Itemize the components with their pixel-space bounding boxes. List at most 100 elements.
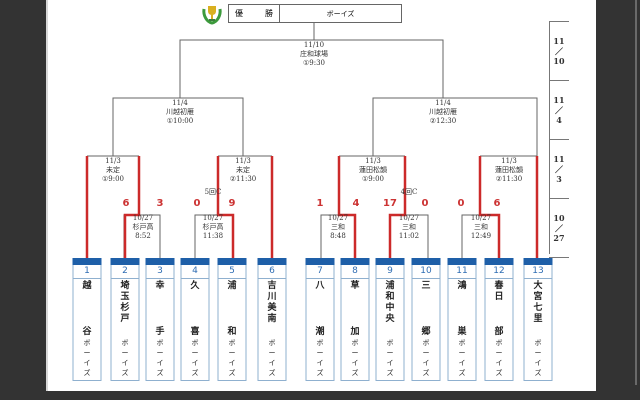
quarter-info-3: 11/3 蓮田松韻 ①9:00 xyxy=(359,157,387,184)
suffix-char: ズ xyxy=(386,369,394,377)
r1-venue: 杉戸高 xyxy=(202,223,224,231)
team-name-char: 潮 xyxy=(315,327,325,337)
suffix-char: ー xyxy=(156,349,164,357)
suffix-char: イ xyxy=(495,359,503,367)
team-name-top: 埼玉杉戸 xyxy=(120,281,129,325)
called-game-note: 4回C xyxy=(400,188,418,196)
suffix-char: ボ xyxy=(495,339,503,347)
suffix-char: ボ xyxy=(191,339,199,347)
team-name-char: 大 xyxy=(533,281,543,291)
semi-right-line xyxy=(372,97,538,156)
champion-label-2: 勝 xyxy=(265,9,273,18)
team-bar xyxy=(72,258,102,265)
team-suffix: ボーイズ xyxy=(316,338,323,378)
suffix-char: ボ xyxy=(156,339,164,347)
suffix-char: イ xyxy=(316,359,324,367)
team-name-char: 手 xyxy=(155,327,165,337)
team-bar xyxy=(145,258,175,265)
suffix-char: ー xyxy=(422,349,430,357)
round-dates-border xyxy=(549,21,550,254)
round-date-day: 4 xyxy=(556,115,562,125)
team-number: 12 xyxy=(485,265,513,279)
team-name: 鴻巣ボーイズ xyxy=(457,279,466,380)
quarter-venue: 未定 xyxy=(235,166,250,174)
quarter-date: 11/3 xyxy=(105,157,121,165)
quarter-time: ①9:00 xyxy=(102,175,124,183)
team-name-char: 鴻 xyxy=(457,281,467,291)
team-name-bottom: ボーイズ xyxy=(534,338,541,378)
team-bar xyxy=(375,258,405,265)
win-path-12 xyxy=(478,156,501,258)
r1-date: 10/27 xyxy=(398,214,420,222)
suffix-char: ー xyxy=(121,349,129,357)
suffix-char: ボ xyxy=(83,339,91,347)
score: 4 xyxy=(352,198,360,209)
win-path-5 xyxy=(216,156,235,258)
team-name-bottom: ボーイズ xyxy=(121,338,128,378)
r1-venue: 杉戸高 xyxy=(132,223,154,231)
round-date-semi: 11／4 xyxy=(549,80,569,139)
team-bar xyxy=(340,258,370,265)
team-name-char: 巣 xyxy=(457,327,467,337)
suffix-char: ー xyxy=(83,349,91,357)
team-suffix: ボーイズ xyxy=(228,338,235,378)
team-name-char: 七 xyxy=(533,303,543,313)
r1-time: 8:52 xyxy=(135,232,151,240)
team-name-char: 杉 xyxy=(120,303,130,313)
team-name-char: 幸 xyxy=(155,281,165,291)
team-name-char: 和 xyxy=(227,327,237,337)
round-date-final: 11／10 xyxy=(549,21,569,80)
team-name-char: 宮 xyxy=(533,292,543,302)
semi-date: 11/4 xyxy=(172,99,188,107)
team-name: 浦和中央ボーイズ xyxy=(385,279,394,380)
team-name-top: 吉川美南 xyxy=(267,281,276,325)
score: 1 xyxy=(316,198,324,209)
scrollbar[interactable] xyxy=(635,0,637,385)
quarter-info-2: 11/3 未定 ②11:30 xyxy=(230,157,256,184)
r1-time: 11:02 xyxy=(398,232,420,240)
team-number: 3 xyxy=(146,265,174,279)
team-name: 八潮ボーイズ xyxy=(315,279,324,380)
suffix-char: ー xyxy=(458,349,466,357)
champion-label: 優 勝 xyxy=(229,5,280,22)
team-suffix: ボーイズ xyxy=(268,338,275,378)
r1-venue: 三和 xyxy=(402,223,416,231)
suffix-char: ボ xyxy=(121,339,129,347)
round-dates: 11／10 11／4 11／3 10／27 xyxy=(549,21,569,258)
team-name-char: 美 xyxy=(267,303,277,313)
team-suffix: ボーイズ xyxy=(386,338,393,378)
team-name-char: 八 xyxy=(315,281,325,291)
suffix-char: ズ xyxy=(268,369,276,377)
round-date-month: 11 xyxy=(553,95,565,105)
r1-venue: 三和 xyxy=(474,223,488,231)
team-name-char: 戸 xyxy=(120,314,130,324)
suffix-char: ボ xyxy=(268,339,276,347)
suffix-char: ー xyxy=(191,349,199,357)
team-name-char: 中 xyxy=(385,303,395,313)
team-name-char: 吉 xyxy=(267,281,277,291)
semi-time: ①10:00 xyxy=(166,117,194,125)
suffix-char: ー xyxy=(495,349,503,357)
semi-venue: 川越初雁 xyxy=(166,108,194,116)
r1-date: 10/27 xyxy=(202,214,224,222)
semi-time: ②12:30 xyxy=(429,117,457,125)
team-name: 久喜ボーイズ xyxy=(190,279,199,380)
final-line xyxy=(179,23,444,98)
quarter-venue: 未定 xyxy=(106,166,120,174)
team-name-char: 川 xyxy=(267,292,277,302)
round-date-month: 10 xyxy=(553,213,565,223)
team-name-bottom: 潮ボーイズ xyxy=(315,327,324,378)
team-number: 5 xyxy=(218,265,246,279)
team-number: 9 xyxy=(376,265,404,279)
team-name-char: 久 xyxy=(190,281,200,291)
suffix-char: イ xyxy=(422,359,430,367)
score: 0 xyxy=(193,198,201,209)
team-name-top: 越 xyxy=(82,281,91,292)
